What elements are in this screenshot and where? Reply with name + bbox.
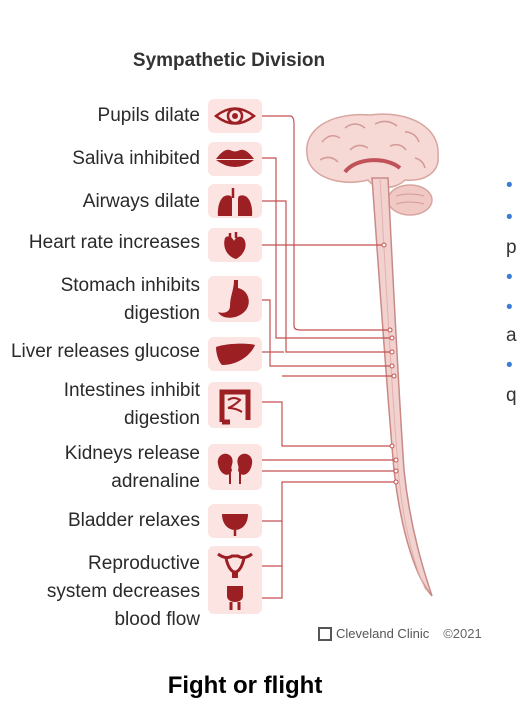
- heart-icon: [208, 228, 262, 262]
- credit-year: ©2021: [443, 626, 482, 641]
- reproductive-icon: [208, 546, 262, 614]
- label-bladder: Bladder relaxes: [67, 510, 200, 531]
- label-airways: Airways dilate: [82, 191, 200, 212]
- intestines-icon: [208, 382, 262, 428]
- caption: Fight or flight: [167, 672, 323, 699]
- cleveland-clinic-logo-icon: [318, 626, 332, 641]
- liver-icon: [208, 337, 262, 371]
- connector-lines: [262, 115, 396, 599]
- kidneys-icon: [208, 444, 262, 490]
- stomach-icon: [208, 276, 262, 322]
- label-saliva: Saliva inhibited: [72, 148, 200, 169]
- label-liver: Liver releases glucose: [10, 341, 200, 362]
- lungs-icon: [208, 184, 262, 218]
- diagram-title: Sympathetic Division: [132, 50, 326, 71]
- spinal-cord: [371, 177, 433, 597]
- credit-brand: Cleveland Clinic: [336, 626, 430, 641]
- lips-icon: [208, 142, 262, 176]
- eye-icon: [208, 99, 262, 133]
- label-heart: Heart rate increases: [28, 232, 200, 253]
- image-credit: Cleveland Clinic ©2021: [318, 626, 482, 641]
- label-pupils: Pupils dilate: [97, 105, 200, 126]
- brain-illustration: [305, 113, 439, 216]
- organ-labels: Pupils dilate Saliva inhibited Airways d…: [0, 0, 200, 640]
- bladder-icon: [208, 504, 262, 538]
